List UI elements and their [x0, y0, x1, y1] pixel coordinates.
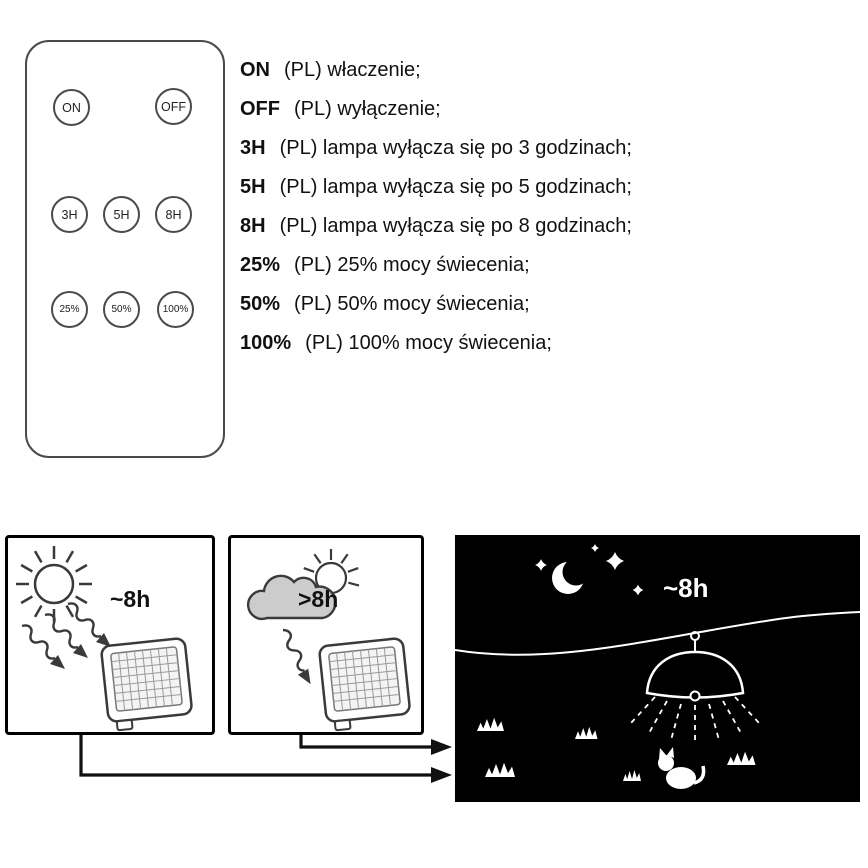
- star-icon: [606, 552, 624, 570]
- legend-desc: (PL) 25% mocy świecenia;: [294, 254, 530, 276]
- legend-term: OFF: [240, 98, 280, 120]
- legend-desc: (PL) 50% mocy świecenia;: [294, 293, 530, 315]
- legend-term: 100%: [240, 332, 292, 354]
- grass-icon: [575, 726, 598, 739]
- legend-desc: (PL) lampa wyłącza się po 5 godzinach;: [279, 176, 632, 198]
- cloudy-time-label: >8h: [298, 586, 339, 612]
- star-icon: [535, 559, 547, 571]
- lamp-icon: [645, 631, 745, 702]
- remote-button-off: OFF: [155, 88, 192, 125]
- solar-lamp-icon: [100, 637, 193, 732]
- legend-item: OFF (PL) wyłączenie;: [240, 97, 860, 121]
- remote-button-100: 100%: [157, 291, 194, 328]
- grass-icon: [727, 751, 756, 765]
- sun-icon: [16, 546, 92, 622]
- legend-term: 8H: [240, 215, 266, 237]
- legend-item: ON (PL) właczenie;: [240, 58, 860, 82]
- wavy-arrow-icon: [67, 602, 111, 647]
- legend-desc: (PL) lampa wyłącza się po 3 godzinach;: [279, 137, 632, 159]
- remote-button-on: ON: [53, 89, 90, 126]
- grass: [477, 717, 756, 781]
- wavy-arrow-icon: [44, 613, 88, 658]
- night-scene: ~8h: [455, 535, 860, 802]
- legend-list: ON (PL) właczenie; OFF (PL) wyłączenie; …: [240, 58, 860, 370]
- legend-term: 50%: [240, 293, 281, 315]
- arrowhead-icon: [431, 739, 452, 755]
- legend-item: 8H (PL) lampa wyłącza się po 8 godzinach…: [240, 214, 860, 238]
- sun-behind-cloud-icon: [246, 549, 360, 621]
- solar-lamp-icon: [318, 637, 411, 732]
- remote-button-25: 25%: [51, 291, 88, 328]
- legend-term: 5H: [240, 176, 266, 198]
- legend-item: 100% (PL) 100% mocy świecenia;: [240, 331, 860, 355]
- flow-arrow-line: [79, 735, 432, 777]
- night-panel: ~8h: [455, 535, 860, 802]
- remote-button-8h: 8H: [155, 196, 192, 233]
- legend-term: 3H: [240, 137, 266, 159]
- remote-button-3h: 3H: [51, 196, 88, 233]
- legend-desc: (PL) 100% mocy świecenia;: [305, 332, 552, 354]
- grass-icon: [623, 770, 641, 781]
- flow-arrows: [79, 735, 452, 783]
- wavy-arrow-icon: [21, 624, 65, 669]
- sunny-charge-diagram: [16, 546, 193, 732]
- cloudy-charge-diagram: [246, 549, 411, 732]
- legend-item: 50% (PL) 50% mocy świecenia;: [240, 292, 860, 316]
- sunny-time-label: ~8h: [110, 586, 151, 612]
- remote-button-5h: 5H: [103, 196, 140, 233]
- cloudy-panel: [228, 535, 424, 735]
- light-rays: [630, 696, 760, 743]
- legend-item: 25% (PL) 25% mocy świecenia;: [240, 253, 860, 277]
- wavy-arrow-icon: [282, 628, 311, 685]
- remote-button-50: 50%: [103, 291, 140, 328]
- moon-icon: [552, 558, 590, 594]
- arrowhead-icon: [431, 767, 452, 783]
- cat-icon: [658, 747, 706, 789]
- legend-term: 25%: [240, 254, 281, 276]
- sunny-panel: [5, 535, 215, 735]
- cloud-icon: [246, 574, 337, 621]
- flow-arrow-line: [299, 735, 432, 749]
- stars: [535, 543, 644, 596]
- legend-desc: (PL) wyłączenie;: [294, 98, 441, 120]
- star-icon: [632, 584, 644, 596]
- legend-term: ON: [240, 59, 270, 81]
- grass-icon: [477, 717, 504, 731]
- night-time-label: ~8h: [663, 573, 709, 603]
- wire: [455, 611, 860, 656]
- legend-desc: (PL) lampa wyłącza się po 8 godzinach;: [279, 215, 632, 237]
- grass-icon: [485, 762, 515, 777]
- remote-control: ON OFF 3H 5H 8H 25% 50% 100%: [25, 40, 225, 458]
- star-icon: [590, 543, 600, 553]
- legend-item: 5H (PL) lampa wyłącza się po 5 godzinach…: [240, 175, 860, 199]
- legend-item: 3H (PL) lampa wyłącza się po 3 godzinach…: [240, 136, 860, 160]
- legend-desc: (PL) właczenie;: [284, 59, 421, 81]
